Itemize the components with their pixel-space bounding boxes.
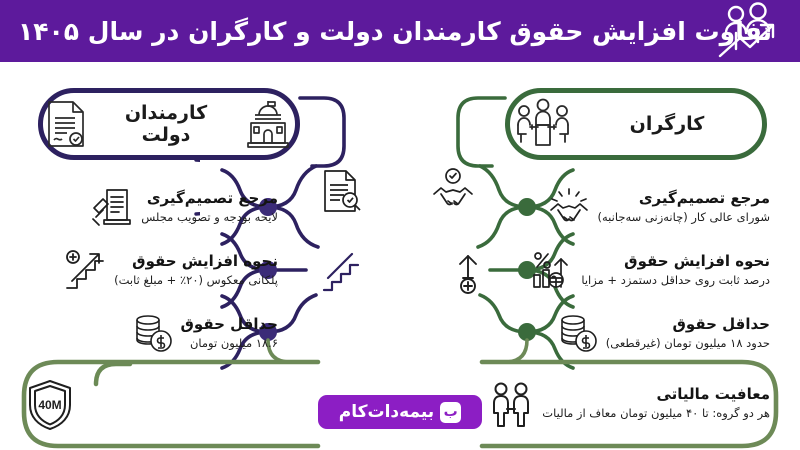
- shield-label: 40M: [38, 398, 61, 412]
- row-title: مرجع تصمیم‌گیری: [638, 189, 770, 208]
- column-title: کارمندان دولت: [124, 102, 208, 146]
- row-subtitle: درصد ثابت روی حداقل دستمزد + مزایا: [581, 272, 770, 287]
- two-people-holding-hands-icon: [488, 382, 534, 427]
- column-header-workers[interactable]: کارگران: [505, 88, 767, 160]
- column-title: کارگران: [629, 113, 705, 135]
- step-chart-icon: [322, 250, 368, 296]
- row-subtitle: شورای عالی کار (چانه‌زنی سه‌جانبه): [597, 209, 770, 224]
- column-header-government-employees[interactable]: کارمندان دولت: [38, 88, 300, 160]
- bimeh-logo-icon[interactable]: ب بیمه‌دات‌کام: [318, 395, 482, 429]
- tax-title: معافیت مالیاتی: [656, 385, 770, 404]
- row-workers-decision-authority[interactable]: مرجع تصمیم‌گیری شورای عالی کار (چانه‌زنی…: [540, 186, 770, 228]
- row-title: مرجع تصمیم‌گیری: [146, 189, 278, 208]
- handshake-spark-icon: [548, 186, 590, 228]
- percent-bar-chart-up-icon: [531, 249, 573, 291]
- government-building-icon: [241, 97, 295, 151]
- row-workers-raise-method[interactable]: نحوه افزایش حقوق درصد ثابت روی حداقل دست…: [523, 249, 770, 291]
- coins-dollar-icon: [556, 312, 598, 354]
- row-workers-minimum-salary[interactable]: حداقل حقوق حدود ۱۸ میلیون تومان (غیرقطعی…: [548, 312, 770, 354]
- header-bar: تفاوت افزایش حقوق کارمندان دولت و کارگرا…: [0, 0, 800, 62]
- shield-40m-badge: 40M: [26, 378, 74, 432]
- row-title: نحوه افزایش حقوق: [132, 252, 278, 271]
- signed-document-icon: [43, 99, 89, 149]
- row-title: حداقل حقوق: [180, 315, 278, 334]
- meeting-table-people-icon: [517, 97, 574, 151]
- row-subtitle: حدود ۱۸ میلیون تومان (غیرقطعی): [605, 335, 770, 350]
- people-growth-arrow-icon: [712, 2, 786, 60]
- row-government-raise-method[interactable]: نحوه افزایش حقوق پلکانی معکوس (۲۰٪ + مبل…: [56, 249, 278, 291]
- row-government-decision-authority[interactable]: مرجع تصمیم‌گیری لایحه بودجه و تصویب مجلس: [83, 186, 278, 228]
- row-title: حداقل حقوق: [672, 315, 770, 334]
- row-subtitle: پلکانی معکوس (۲۰٪ + مبلغ ثابت): [114, 272, 278, 287]
- row-tax-exemption[interactable]: معافیت مالیاتی هر دو گروه: تا ۴۰ میلیون …: [480, 382, 770, 427]
- row-title: نحوه افزایش حقوق: [624, 252, 770, 271]
- row-government-minimum-salary[interactable]: حداقل حقوق ۱۸.۶ میلیون تومان: [123, 312, 278, 354]
- logo-badge: ب: [440, 401, 462, 423]
- logo-text: بیمه‌دات‌کام: [338, 402, 435, 422]
- page-title: تفاوت افزایش حقوق کارمندان دولت و کارگرا…: [18, 16, 772, 46]
- arrow-up-plus-icon: [445, 248, 491, 294]
- document-search-icon: [318, 168, 364, 214]
- row-subtitle: ۱۸.۶ میلیون تومان: [189, 335, 278, 350]
- tax-subtitle: هر دو گروه: تا ۴۰ میلیون تومان معاف از م…: [542, 405, 770, 420]
- stairs-up-arrow-plus-icon: [64, 249, 106, 291]
- row-subtitle: لایحه بودجه و تصویب مجلس: [141, 209, 278, 224]
- handshake-check-icon: [430, 168, 476, 214]
- gavel-document-icon: [91, 186, 133, 228]
- coins-dollar-icon: [131, 312, 173, 354]
